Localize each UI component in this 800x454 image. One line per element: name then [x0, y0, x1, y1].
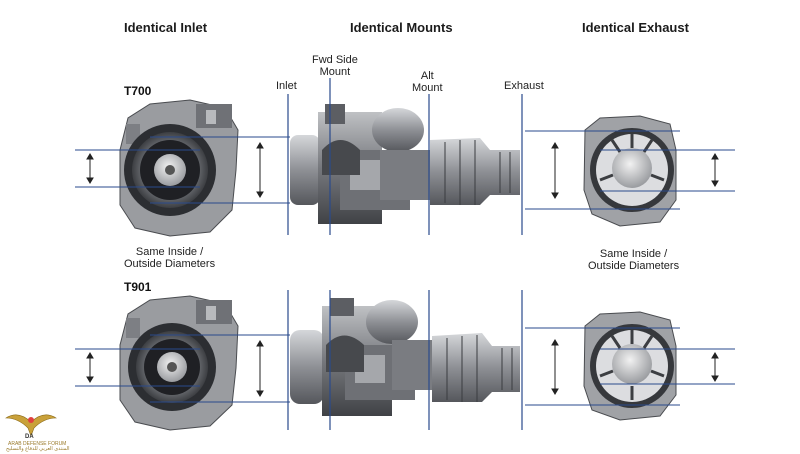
watermark-line-3: المنتدى العربي للدفاع والتسليح: [6, 446, 70, 452]
fwd-side-mount-label: Fwd Side Mount: [312, 54, 358, 78]
t700-inlet-diameter-guides: [75, 136, 290, 204]
engine-label-t901: T901: [124, 280, 152, 294]
t901-inlet-front-view: [119, 295, 239, 431]
t700-side-reference-lines: [287, 78, 523, 235]
identical-mounts-heading: Identical Mounts: [350, 20, 453, 35]
t901-exhaust-arrows: [551, 339, 719, 395]
t700-side-view: [290, 104, 520, 224]
t700-exhaust-arrows: [551, 142, 719, 199]
same-diameters-note-right: Same Inside / Outside Diameters: [588, 248, 680, 272]
engine-label-t700: T700: [124, 84, 152, 98]
t901-side-view: [290, 298, 520, 416]
t700-exhaust-diameter-guides: [525, 130, 735, 210]
arab-defense-forum-watermark: DA ARAB DEFENSE FORUM المنتدى العربي للد…: [4, 408, 70, 452]
alt-mount-label: Alt Mount: [412, 70, 443, 94]
watermark-line-2: ARAB DEFENSE FORUM: [8, 441, 67, 447]
t901-side-reference-lines: [287, 290, 523, 430]
t901-inlet-diameter-guides: [75, 334, 290, 403]
identical-exhaust-heading: Identical Exhaust: [582, 20, 689, 35]
inlet-label: Inlet: [276, 80, 297, 92]
t901-exhaust-diameter-guides: [525, 327, 735, 406]
t700-inlet-arrows: [86, 142, 264, 198]
t901-inlet-arrows: [86, 340, 264, 397]
t700-inlet-front-view: [119, 99, 239, 237]
exhaust-label: Exhaust: [504, 80, 544, 92]
same-diameters-note-left: Same Inside / Outside Diameters: [124, 246, 216, 270]
eagle-logo-icon: [5, 414, 57, 437]
watermark-line-1: DA: [25, 434, 34, 440]
identical-inlet-heading: Identical Inlet: [124, 20, 208, 35]
